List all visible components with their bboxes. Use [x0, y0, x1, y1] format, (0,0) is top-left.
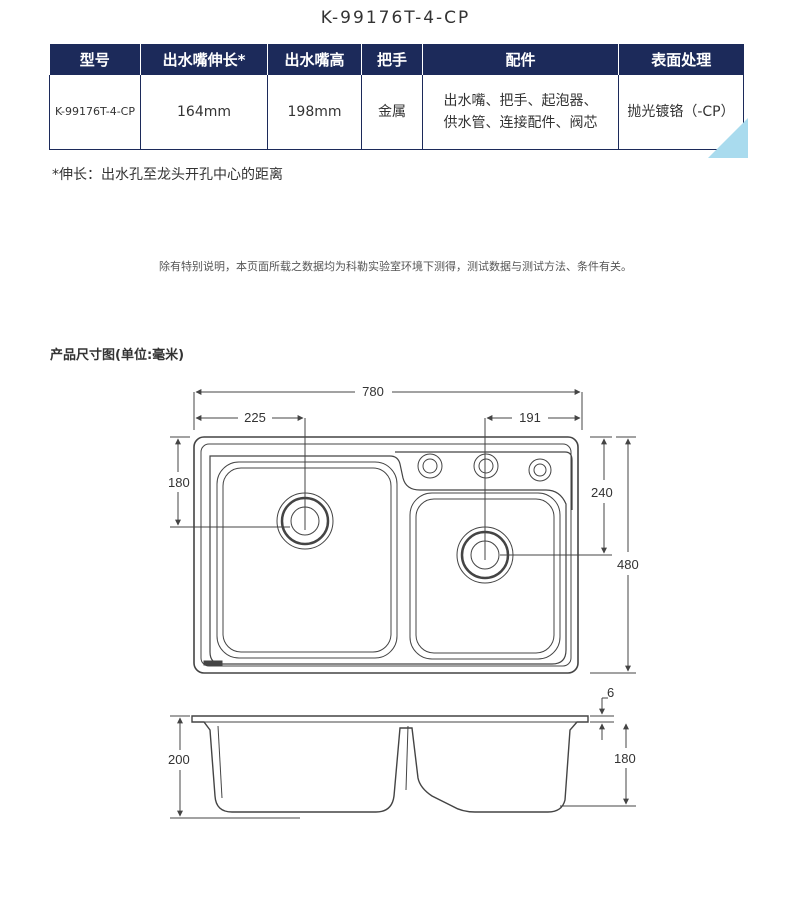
dim-left-drain-offset: 225 — [244, 410, 266, 425]
sink-dimension-drawing: 780 225 191 180 240 480 6 200 180 — [168, 384, 639, 819]
table-header-row: 型号 出水嘴伸长* 出水嘴高 把手 配件 表面处理 — [49, 44, 744, 75]
header-handle: 把手 — [361, 44, 423, 75]
dim-flange-thickness: 6 — [607, 685, 614, 700]
cell-accessories: 出水嘴、把手、起泡器、 供水管、连接配件、阀芯 — [422, 75, 619, 150]
sink-side-view — [191, 715, 589, 813]
cell-model: K-99176T-4-CP — [49, 75, 141, 150]
header-accessories: 配件 — [422, 44, 619, 75]
cell-handle: 金属 — [361, 75, 423, 150]
dim-right-drain-depth: 240 — [591, 485, 613, 500]
header-height: 出水嘴高 — [267, 44, 362, 75]
dim-right-bowl-height: 180 — [614, 751, 636, 766]
dim-right-drain-offset: 191 — [519, 410, 541, 425]
tap-holes — [417, 453, 552, 482]
table-row: K-99176T-4-CP 164mm 198mm 金属 出水嘴、把手、起泡器、… — [49, 75, 744, 150]
page-title: K-99176T-4-CP — [320, 8, 471, 28]
disclaimer-text: 除有特别说明，本页面所载之数据均为科勒实验室环境下测得，测试数据与测试方法、条件… — [159, 260, 632, 273]
cell-reach: 164mm — [140, 75, 268, 150]
corner-decoration — [708, 118, 748, 158]
dim-left-drain-depth: 180 — [168, 475, 190, 490]
dim-left-bowl-height: 200 — [168, 752, 190, 767]
dim-overall-width: 780 — [362, 384, 384, 399]
accessories-line-2: 供水管、连接配件、阀芯 — [443, 115, 598, 131]
dim-overall-depth: 480 — [617, 557, 639, 572]
header-reach: 出水嘴伸长* — [140, 44, 268, 75]
spec-table: 型号 出水嘴伸长* 出水嘴高 把手 配件 表面处理 K-99176T-4-CP … — [49, 44, 744, 150]
accessories-line-1: 出水嘴、把手、起泡器、 — [443, 93, 598, 109]
cell-height: 198mm — [267, 75, 362, 150]
header-finish: 表面处理 — [618, 44, 744, 75]
header-model: 型号 — [49, 44, 141, 75]
reach-note: *伸长：出水孔至龙头开孔中心的距离 — [52, 167, 283, 183]
dimensions-title: 产品尺寸图(单位:毫米) — [50, 348, 185, 363]
